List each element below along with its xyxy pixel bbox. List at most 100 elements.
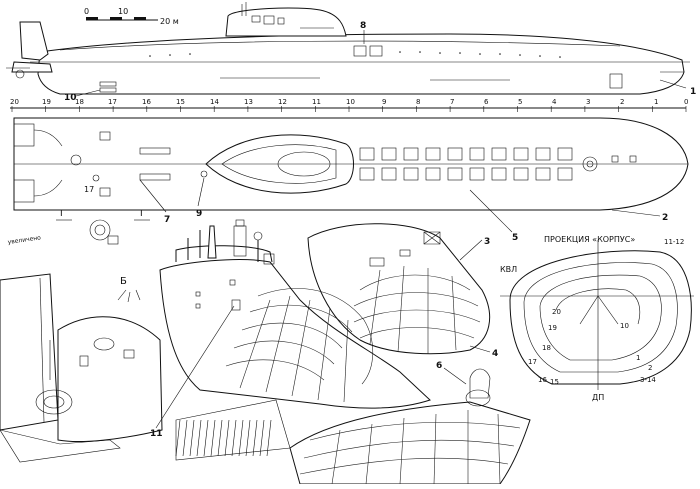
projection-labels: ПРОЕКЦИЯ «КОРПУС» КВЛ ДП 11-12 20 19 10 … [500,235,684,402]
callout-roman-b: I [140,209,143,219]
callout-2: 2 [662,213,668,223]
missile-hatch [447,147,463,161]
frame-label-20: 20 [10,98,19,106]
missile-hatch [491,167,507,181]
missile-hatch [535,147,551,161]
stern-propeller-detail [0,219,163,463]
hull-shading-stroke [210,419,216,457]
missile-hatch [447,167,463,181]
hull-shading-stroke [245,419,251,457]
scale-label-0: 0 [84,7,89,16]
scale-label-10: 10 [118,7,128,16]
projection-label-1: 1 [636,354,640,362]
frame-label-19: 19 [42,98,51,106]
hull-shading-stroke [203,419,209,457]
frame-label-17: 17 [108,98,117,106]
submarine-profile [6,2,690,95]
projection-label-2: 2 [648,364,652,372]
callout-9: 9 [196,209,202,219]
frame-label-13: 13 [244,98,253,106]
projection-label-11-12: 11-12 [664,238,684,246]
projection-title: ПРОЕКЦИЯ «КОРПУС» [544,235,635,244]
hull-shading-stroke [196,419,202,457]
frame-label-15: 15 [176,98,185,106]
projection-label-20: 20 [552,308,561,316]
frame-label-16: 16 [142,98,151,106]
periscope-masts [187,219,275,265]
frame-label-9: 9 [382,98,386,106]
missile-hatch [469,167,485,181]
missile-hatch [469,147,485,161]
frame-label-12: 12 [278,98,287,106]
missile-hatch [359,147,375,161]
hull-shading-stroke [182,419,188,457]
frame-label-18: 18 [75,98,84,106]
projection-label-10: 10 [620,322,629,330]
frame-ruler: 20 19 18 17 16 15 14 13 12 11 10 9 8 7 6… [10,98,688,112]
missile-hatch [557,167,573,181]
scale-label-20: 20 м [160,17,179,26]
callout-5: 5 [512,233,518,243]
missile-hatch [513,167,529,181]
missile-hatch [403,147,419,161]
scale-bar: 0 10 20 м [84,7,179,26]
hull-shading-stroke [175,419,181,457]
hull-shading-stroke [259,419,265,457]
missile-hatch [535,167,551,181]
frame-label-3: 3 [586,98,590,106]
missile-hatch [425,147,441,161]
frame-label-0: 0 [684,98,688,106]
frame-label-1: 1 [654,98,658,106]
hull-shading-stroke [224,419,230,457]
frame-label-11: 11 [312,98,321,106]
hull-shading-stroke [231,419,237,457]
missile-hatch [491,147,507,161]
projection-kvl-label: КВЛ [500,265,517,274]
frame-label-7: 7 [450,98,454,106]
hull-projection [500,240,694,390]
frame-label-14: 14 [210,98,219,106]
projection-label-17: 17 [528,358,537,366]
projection-label-19: 19 [548,324,557,332]
frame-label-8: 8 [416,98,420,106]
callout-7: 7 [164,215,170,225]
callout-3: 3 [484,237,490,247]
detail-caption: увеличено [7,234,41,246]
missile-hatch [425,167,441,181]
hull-shading-stroke [189,419,195,457]
projection-label-3-14: 3-14 [640,376,656,384]
callouts: 1 2 3 4 5 6 7 8 9 10 11 17 I I [56,21,696,439]
projection-label-18: 18 [542,344,551,352]
callout-roman-a: I [60,209,63,219]
callout-4: 4 [492,349,498,359]
frame-label-10: 10 [346,98,355,106]
callout-11: 11 [150,429,163,439]
submarine-plan [13,117,689,211]
hull-shading-stroke [266,419,272,457]
frame-label-2: 2 [620,98,624,106]
hull-shading-stroke [217,419,223,457]
missile-hatch [513,147,529,161]
lower-hull-perspective [175,368,531,485]
missile-hatch [381,167,397,181]
callout-17: 17 [84,185,94,194]
detail-b: Б увеличено [7,234,127,287]
missile-hatch [359,167,375,181]
missile-hatch [557,147,573,161]
callout-6: 6 [436,361,442,371]
projection-label-16: 16 [538,376,547,384]
frame-label-6: 6 [484,98,489,106]
projection-label-15: 15 [550,378,559,386]
callout-8: 8 [360,21,366,31]
detail-letter: Б [120,276,127,287]
frame-label-5: 5 [518,98,522,106]
missile-hatch [403,167,419,181]
bow-deck-perspective [307,223,491,355]
frame-label-4: 4 [552,98,557,106]
callout-1: 1 [690,87,696,97]
missile-hatch [381,147,397,161]
callout-10: 10 [64,93,77,103]
hull-shading-stroke [238,419,244,457]
conning-tower-perspective [159,219,431,409]
